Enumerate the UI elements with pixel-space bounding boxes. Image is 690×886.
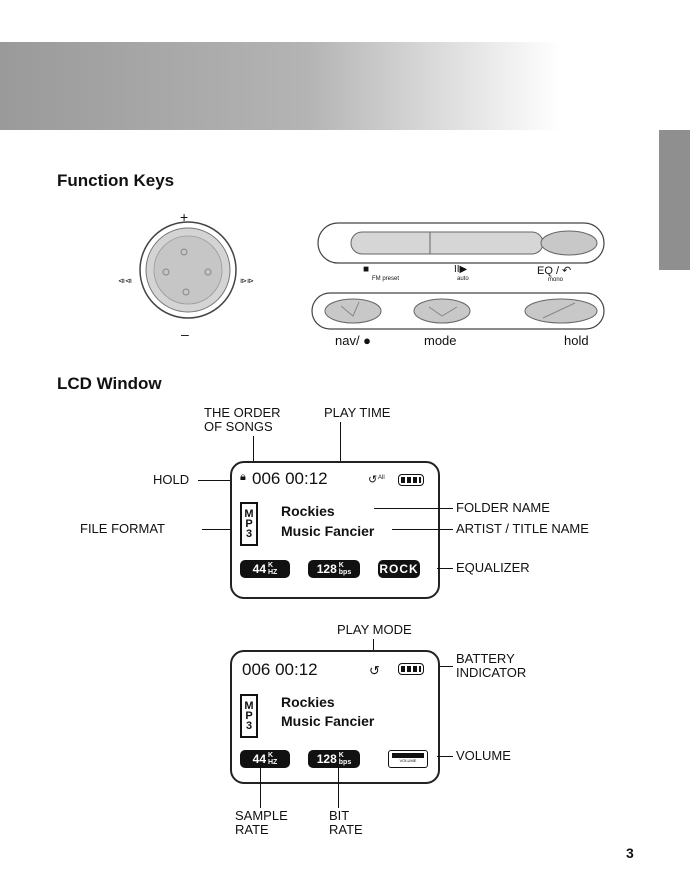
callout-hold: HOLD	[153, 472, 190, 487]
minus-label: –	[181, 326, 189, 342]
leader-sample-rate	[260, 768, 261, 808]
battery-icon	[398, 474, 424, 486]
page-number: 3	[626, 845, 634, 861]
track-time: 006 00:12	[242, 660, 318, 679]
callout-equalizer: EQUALIZER	[456, 560, 530, 575]
header-banner	[0, 42, 560, 130]
folder-name: Rockies	[281, 503, 335, 519]
next-icon: ⧐⧐	[240, 278, 254, 285]
nav-pad	[138, 220, 238, 320]
callout-battery-indicator: BATTERY INDICATOR	[456, 651, 527, 680]
callout-play-time: PLAY TIME	[324, 405, 391, 420]
auto-label: auto	[457, 276, 469, 282]
leader-volume	[437, 756, 453, 757]
callout-play-mode: PLAY MODE	[337, 622, 412, 637]
function-keys-heading: Function Keys	[57, 171, 175, 190]
callout-sample-rate: SAMPLE RATE	[235, 808, 288, 837]
play-mode-text: All	[378, 475, 385, 481]
fm-preset-label: FM preset	[372, 276, 400, 282]
leader-play-time	[340, 422, 341, 469]
bottom-button-bar	[311, 292, 607, 332]
nav-label: nav/ ●	[335, 333, 372, 348]
leader-order	[253, 436, 254, 469]
equalizer-badge: ROCK	[378, 560, 420, 578]
leader-file-format	[202, 529, 238, 530]
play-pause-icon: II▶	[454, 264, 468, 275]
lock-icon: 🔒︎	[240, 471, 246, 483]
plus-label: +	[180, 209, 189, 225]
folder-name: Rockies	[281, 694, 335, 710]
artist-title-name: Music Fancier	[281, 523, 375, 539]
side-tab	[659, 130, 690, 270]
volume-indicator: VOLUME	[388, 750, 428, 768]
callout-bit-rate: BIT RATE	[329, 808, 363, 837]
callout-file-format: FILE FORMAT	[80, 521, 165, 536]
callout-folder-name: FOLDER NAME	[456, 500, 550, 515]
callout-order-of-songs: THE ORDER OF SONGS	[204, 405, 281, 434]
leader-bit-rate	[338, 768, 339, 808]
hold-label: hold	[564, 333, 589, 348]
stop-icon: ■	[363, 264, 370, 275]
lcd-window-heading: LCD Window	[57, 374, 162, 393]
callout-artist-title: ARTIST / TITLE NAME	[456, 521, 589, 536]
battery-icon	[398, 663, 424, 675]
play-mode-icon: ↺	[369, 663, 380, 678]
artist-title-name: Music Fancier	[281, 713, 375, 729]
leader-artist	[392, 529, 453, 530]
callout-volume: VOLUME	[456, 748, 511, 763]
mode-label: mode	[424, 333, 457, 348]
mono-label: mono	[548, 277, 564, 283]
eq-label: EQ / ↶	[537, 265, 572, 277]
top-button-bar	[317, 222, 607, 264]
track-time: 006 00:12	[252, 469, 328, 488]
leader-hold	[198, 480, 230, 481]
play-mode-icon: ↺	[368, 474, 378, 486]
leader-equalizer	[437, 568, 453, 569]
leader-folder	[374, 508, 453, 509]
prev-icon: ⧏⧏	[118, 278, 132, 285]
